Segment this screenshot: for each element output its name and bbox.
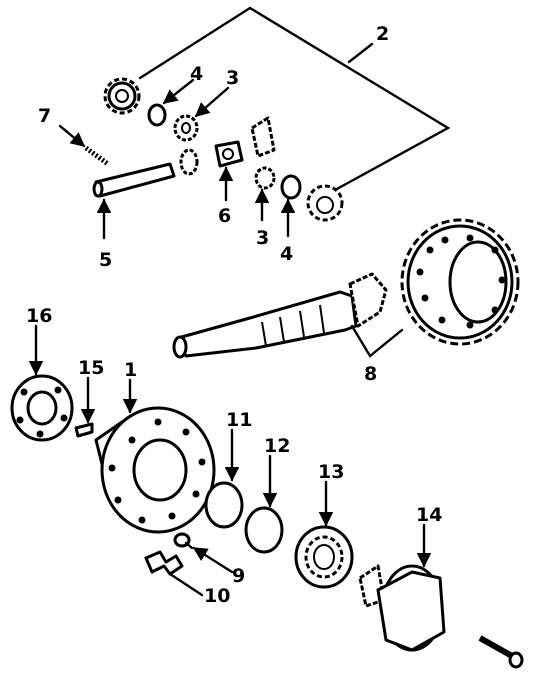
shim-ring [244,506,284,554]
callout-13: 13 [318,461,344,483]
leader-lines [28,78,432,597]
pinion-shaft [92,162,176,198]
thrust-washer-upper [147,103,167,127]
callout-10: 10 [204,585,230,607]
callout-4-lower: 4 [280,243,293,265]
callout-3-lower: 3 [256,227,269,249]
side-bearing [294,525,354,589]
ring-gear [400,218,520,346]
bearing-plate [10,374,74,442]
snap-ring-large [204,481,244,529]
callout-3-upper: 3 [226,67,239,89]
callout-labels: 2 4 3 7 6 3 4 5 8 16 15 1 11 12 13 14 9 … [26,23,442,607]
callout-15: 15 [78,357,104,379]
pinion-gear-upper [173,114,199,142]
callout-1: 1 [124,359,137,381]
spring-clip [144,550,184,576]
pinion-gear-small [179,148,199,176]
pinion-gear-right [250,116,276,158]
callout-6: 6 [218,205,231,227]
callout-9: 9 [232,565,245,587]
retaining-clip [74,422,94,438]
thrust-washer-lower [280,174,302,200]
callout-7: 7 [38,105,51,127]
lock-pin [84,145,110,167]
carrier-flange [358,564,446,652]
callout-11: 11 [226,409,252,431]
gear-set-bracket [138,6,451,192]
pinion-gear-lower [254,166,276,190]
drive-pinion [172,272,388,359]
callout-4-upper: 4 [190,63,203,85]
bolt-lower-right [478,635,524,669]
differential-case [94,406,216,534]
small-bolt [173,532,194,550]
callout-14: 14 [416,504,442,526]
thrust-block [214,140,244,168]
callout-16: 16 [26,305,52,327]
side-gear-upper [103,77,141,115]
callout-8: 8 [364,363,377,385]
side-gear-lower [306,184,344,222]
callout-5: 5 [99,249,112,271]
callout-12: 12 [264,435,290,457]
callout-2: 2 [376,23,389,45]
